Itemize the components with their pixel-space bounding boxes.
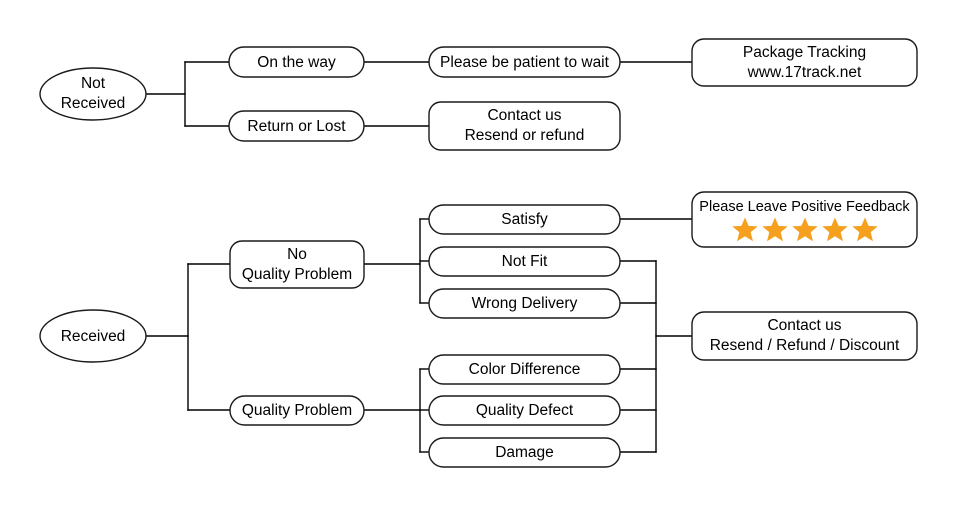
- node-wrong-delivery[interactable]: Wrong Delivery: [428, 288, 621, 319]
- connector-received-split: [145, 263, 231, 411]
- node-satisfy-label: Satisfy: [501, 211, 548, 228]
- node-not-received-label-line1: Not: [81, 75, 106, 92]
- connector-quality-problem-fanout: [363, 368, 430, 453]
- node-received-label: Received: [61, 328, 126, 345]
- node-contact-us-discount-line2: Resend / Refund / Discount: [710, 337, 900, 354]
- node-color-difference[interactable]: Color Difference: [428, 354, 621, 385]
- node-on-the-way[interactable]: On the way: [228, 46, 365, 78]
- node-damage[interactable]: Damage: [428, 437, 621, 468]
- node-no-quality-problem-line1: No: [287, 246, 307, 263]
- node-damage-label: Damage: [495, 444, 554, 461]
- connector-not-received-split: [145, 61, 230, 127]
- connector-no-quality-problem-fanout: [363, 218, 430, 304]
- node-on-the-way-label: On the way: [257, 54, 336, 71]
- node-not-received-label-line2: Received: [61, 95, 126, 112]
- node-contact-us-resend-refund-line1: Contact us: [487, 107, 561, 124]
- node-received[interactable]: Received: [39, 309, 147, 363]
- node-return-or-lost[interactable]: Return or Lost: [228, 110, 365, 142]
- node-contact-us-resend-refund-discount[interactable]: Contact us Resend / Refund / Discount: [691, 311, 918, 361]
- node-please-be-patient-to-wait[interactable]: Please be patient to wait: [428, 46, 621, 78]
- node-please-be-patient-label: Please be patient to wait: [440, 54, 610, 71]
- node-package-tracking[interactable]: Package Tracking www.17track.net: [691, 38, 918, 87]
- node-satisfy[interactable]: Satisfy: [428, 204, 621, 235]
- node-positive-feedback[interactable]: Please Leave Positive Feedback: [691, 191, 918, 248]
- node-wrong-delivery-label: Wrong Delivery: [472, 295, 578, 312]
- node-quality-defect[interactable]: Quality Defect: [428, 395, 621, 426]
- node-quality-problem-label: Quality Problem: [242, 402, 352, 419]
- connector-issues-merge-bus: [619, 260, 693, 453]
- node-quality-defect-label: Quality Defect: [476, 402, 574, 419]
- node-color-difference-label: Color Difference: [469, 361, 581, 378]
- node-positive-feedback-label: Please Leave Positive Feedback: [699, 199, 910, 215]
- node-package-tracking-line1: Package Tracking: [743, 44, 866, 61]
- node-contact-us-discount-line1: Contact us: [767, 317, 841, 334]
- node-not-received[interactable]: Not Received: [39, 67, 147, 121]
- node-return-or-lost-label: Return or Lost: [247, 118, 346, 135]
- node-no-quality-problem-line2: Quality Problem: [242, 266, 352, 283]
- node-not-fit-label: Not Fit: [502, 253, 548, 270]
- node-contact-us-resend-refund-line2: Resend or refund: [465, 127, 585, 144]
- node-not-fit[interactable]: Not Fit: [428, 246, 621, 277]
- node-quality-problem[interactable]: Quality Problem: [229, 395, 365, 426]
- node-package-tracking-line2: www.17track.net: [747, 64, 862, 81]
- node-no-quality-problem[interactable]: No Quality Problem: [229, 240, 365, 289]
- node-contact-us-resend-or-refund[interactable]: Contact us Resend or refund: [428, 101, 621, 151]
